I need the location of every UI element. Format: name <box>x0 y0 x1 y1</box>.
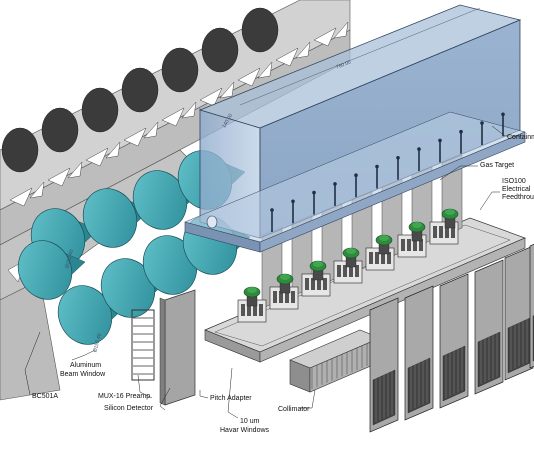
board-component <box>291 291 295 303</box>
board-component <box>375 252 379 264</box>
collimator <box>289 329 381 393</box>
truss-opening <box>181 101 197 119</box>
board-component <box>369 252 373 264</box>
preamp-highlight <box>280 274 290 280</box>
board-component <box>451 226 455 238</box>
label-silicon: Silicon Detector <box>104 405 154 412</box>
board-component <box>349 265 353 277</box>
preamp-highlight <box>445 209 455 215</box>
mux16-cable-ladder <box>133 317 153 375</box>
board-component <box>311 278 315 290</box>
truss-opening <box>219 81 235 99</box>
board-component <box>273 291 277 303</box>
truss-opening <box>199 87 223 107</box>
truss-opening <box>275 47 299 67</box>
backplate-disc <box>41 107 79 153</box>
preamp-highlight <box>379 235 389 241</box>
truss-opening <box>9 187 33 207</box>
board-component <box>247 304 251 316</box>
truss-opening <box>85 147 109 167</box>
bolt-head <box>270 208 274 212</box>
label-containment: Containm <box>507 134 534 141</box>
containment-box <box>184 4 526 253</box>
preamp-highlight <box>247 287 257 293</box>
board-component <box>381 252 385 264</box>
backplate-disc <box>1 127 39 173</box>
label-iso100-2: Electrical <box>502 186 531 193</box>
truss-opening <box>295 41 311 59</box>
preamp-highlight <box>313 261 323 267</box>
label-pitch: Pitch Adapter <box>210 395 252 402</box>
truss-opening <box>105 141 121 159</box>
preamp-highlight <box>346 248 356 254</box>
board-component <box>439 226 443 238</box>
board-component <box>259 304 263 316</box>
label-gas-target: Gas Target <box>480 162 515 169</box>
label-collimator: Collimator <box>278 406 310 413</box>
truss-opening <box>333 21 349 39</box>
board-component <box>305 278 309 290</box>
label-aluminum-1: Aluminum <box>70 362 102 369</box>
bolt-head <box>501 112 505 117</box>
bolt-head <box>417 147 421 151</box>
havar-window-panels <box>369 243 534 433</box>
frame-backplates <box>1 7 279 173</box>
truss-opening <box>161 107 185 127</box>
truss-opening <box>313 27 337 47</box>
board-component <box>317 278 321 290</box>
truss-opening <box>47 167 71 187</box>
board-component <box>337 265 341 277</box>
truss-opening <box>123 127 147 147</box>
leader-lines <box>24 125 520 419</box>
label-iso100-3: Feedthrou <box>502 194 534 201</box>
cylinder-face <box>17 240 73 300</box>
board-component <box>387 252 391 264</box>
mux16-preamps <box>243 208 459 307</box>
board-component <box>285 291 289 303</box>
board-component <box>419 239 423 251</box>
cylinder-face <box>82 188 138 248</box>
backplate-disc <box>161 47 199 93</box>
label-havar-1: 10 um <box>240 418 260 425</box>
preamp-highlight <box>412 222 422 228</box>
label-aluminum-2: Beam Window <box>60 371 106 378</box>
bolt-head <box>354 173 358 177</box>
backplate-disc <box>201 27 239 73</box>
truss-opening <box>67 161 83 179</box>
board-component <box>241 304 245 316</box>
backplate-disc <box>241 7 279 53</box>
truss-opening <box>29 181 45 199</box>
bolt-head <box>459 129 463 134</box>
board-component <box>445 226 449 238</box>
bolt-head <box>375 164 379 169</box>
board-component <box>433 226 437 238</box>
flange-bolts <box>270 112 505 232</box>
bolt-head <box>438 138 442 143</box>
bolt-head <box>333 182 337 186</box>
truss-opening <box>257 61 273 79</box>
label-bc501a: BC501A <box>32 393 59 400</box>
truss-opening <box>143 121 159 139</box>
board-component <box>407 239 411 251</box>
board-component <box>401 239 405 251</box>
board-component <box>253 304 257 316</box>
bolt-head <box>291 199 295 204</box>
silicon-detector-panel <box>131 289 196 406</box>
bolt-head <box>480 121 484 125</box>
label-iso100-1: ISO100 <box>502 178 526 185</box>
label-havar-2: Havar Windows <box>220 427 270 434</box>
bolt-head <box>312 190 316 195</box>
board-component <box>413 239 417 251</box>
board-component <box>343 265 347 277</box>
truss-opening <box>237 67 261 87</box>
backplate-disc <box>81 87 119 133</box>
board-component <box>355 265 359 277</box>
bolt-head <box>396 156 400 160</box>
label-mux16: MUX-16 Preamp <box>98 393 151 400</box>
board-component <box>279 291 283 303</box>
backplate-disc <box>121 67 159 113</box>
board-component <box>323 278 327 290</box>
